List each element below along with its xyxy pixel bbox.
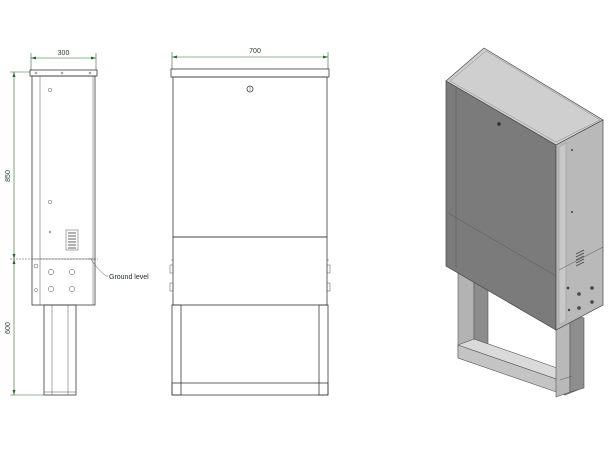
isometric-view [445, 47, 604, 398]
ground-level-callout: Ground level [89, 257, 149, 281]
stand-height-dimension: 600 [5, 259, 44, 396]
door-lock-icon [246, 85, 254, 93]
front-cabinet-door [172, 76, 328, 238]
side-cabinet-top-cap [29, 69, 98, 77]
front-cabinet-plinth [172, 236, 328, 306]
front-cabinet-top-cap [170, 68, 330, 78]
side-bolt-top [47, 87, 53, 93]
ground-level-label: Ground level [109, 274, 149, 281]
front-width-label: 700 [249, 48, 261, 55]
side-width-dimension: 300 [30, 50, 97, 70]
side-view: 300 [5, 50, 149, 396]
side-stand-post [43, 304, 77, 396]
stand-height-label: 600 [5, 322, 12, 334]
side-bolt-mid [47, 199, 53, 205]
side-width-label: 300 [58, 50, 70, 57]
iso-lock-icon [497, 122, 501, 126]
cabinet-height-dimension: 850 [5, 71, 30, 259]
vent-grille-icon [65, 229, 79, 251]
iso-cabinet-side [555, 119, 604, 331]
iso-vent-icon [575, 249, 585, 267]
front-width-dimension: 700 [171, 48, 329, 69]
front-view: 700 [169, 48, 331, 396]
cabinet-height-label: 850 [5, 170, 12, 182]
side-cabinet-body [31, 75, 96, 306]
front-stand-frame [171, 304, 329, 396]
